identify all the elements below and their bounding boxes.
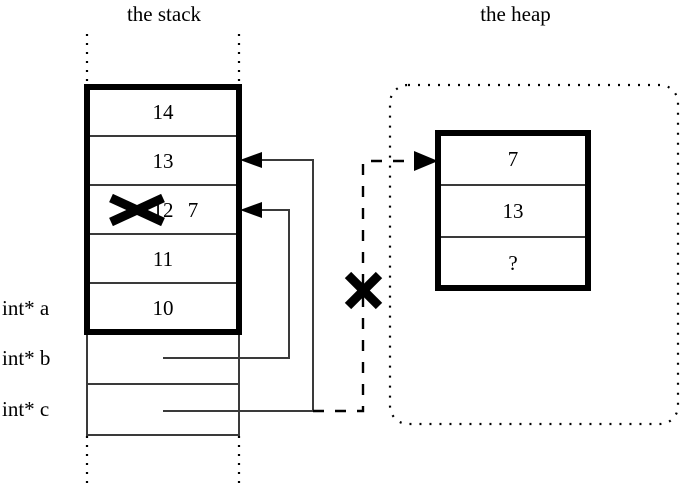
stack-cell-value-2-replacement: 7 — [187, 198, 199, 222]
stack-cell-value-3: 11 — [152, 247, 174, 271]
heap-cell-value-2: ? — [508, 251, 518, 275]
heap-block — [435, 130, 591, 291]
stack-cell-value-0: 14 — [152, 100, 174, 124]
stack-pointer-slots — [86, 332, 240, 436]
heap-region-boundary — [388, 83, 680, 426]
heap-cell-value-1: 13 — [502, 199, 524, 223]
stack-cell-value-4: 10 — [152, 296, 174, 320]
heap-title: the heap — [480, 2, 551, 26]
variable-label-b: int* b — [2, 346, 51, 370]
stack-title: the stack — [126, 2, 202, 26]
heap-cell-value-0: 7 — [507, 147, 519, 171]
stack-cell-value-2-struck: 12 — [152, 198, 174, 222]
stack-guide-dotted-top — [85, 34, 241, 87]
invalid-pointer-x-icon — [344, 271, 383, 310]
stack-cell-value-1: 13 — [152, 149, 174, 173]
dangling-heap-pointer-dashed — [313, 151, 438, 413]
variable-label-c: int* c — [2, 397, 50, 421]
struck-value-x-icon — [109, 193, 165, 227]
pointer-c-arrow — [163, 152, 314, 412]
pointer-b-arrow — [163, 202, 290, 359]
stack-guide-dotted-bottom — [85, 436, 241, 489]
variable-label-a: int* a — [2, 296, 50, 320]
stack-active-frame — [84, 84, 242, 335]
